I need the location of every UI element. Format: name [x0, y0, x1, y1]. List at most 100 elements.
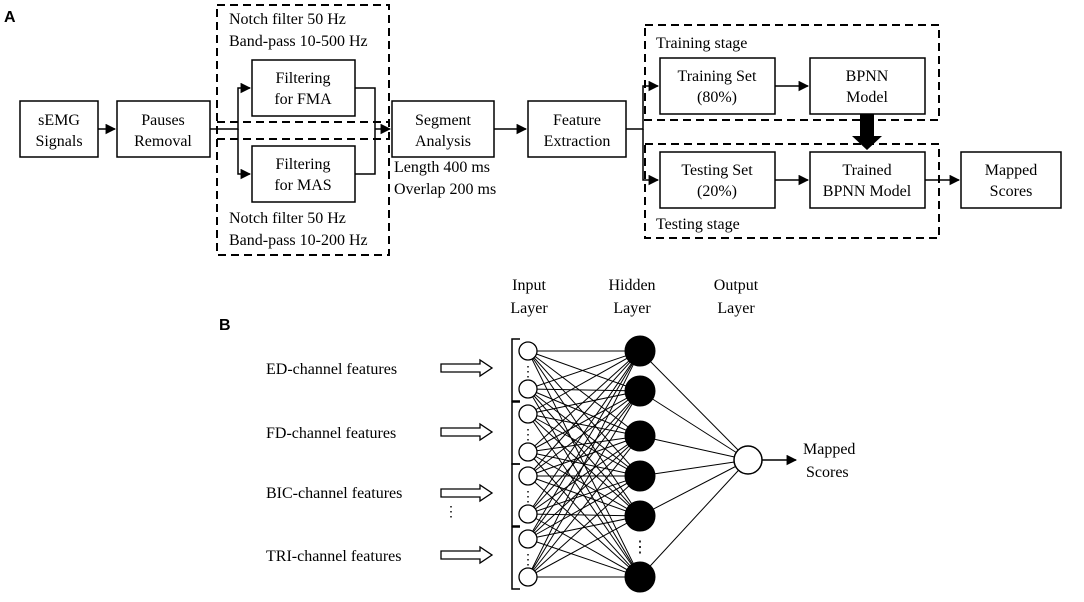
input-neuron: [518, 404, 538, 424]
svg-text:Mapped: Mapped: [985, 162, 1037, 179]
hidden-neuron: [624, 420, 656, 452]
pauses-removal-box: Pauses Removal: [116, 100, 211, 158]
mapped-scores-box: Mapped Scores: [960, 151, 1062, 209]
input-hidden-connection: [527, 350, 641, 477]
testing-stage-label: Testing stage: [656, 216, 740, 233]
feature-input-arrow: [440, 422, 494, 442]
filtering-mas-box: Filtering for MAS: [251, 145, 356, 203]
hidden-output-connection: [639, 459, 749, 578]
input-layer-label-line1: Input: [512, 277, 546, 294]
feature-label-tri: TRI-channel features: [266, 548, 401, 565]
svg-text:Feature: Feature: [553, 112, 601, 129]
bottom-filter-note-line1: Notch filter 50 Hz: [229, 210, 346, 227]
input-hidden-connection: [527, 350, 641, 453]
hidden-layer-label-line2: Layer: [613, 300, 651, 317]
svg-text:Testing Set: Testing Set: [681, 162, 753, 179]
top-filter-note-line1: Notch filter 50 Hz: [229, 11, 346, 28]
hidden-layer-label-line1: Hidden: [608, 277, 655, 294]
input-ellipsis: ⋮: [521, 553, 535, 568]
svg-text:Analysis: Analysis: [415, 133, 471, 150]
output-mapped-label: Mapped: [803, 441, 855, 458]
input-hidden-connection: [527, 515, 641, 578]
output-layer-label-line2: Layer: [717, 300, 755, 317]
training-stage-group: [644, 24, 940, 121]
hidden-neuron: [624, 561, 656, 593]
input-ellipsis: ⋮: [521, 365, 535, 380]
input-hidden-connection: [527, 390, 641, 453]
input-neuron: [518, 504, 538, 524]
segment-analysis-box: Segment Analysis: [391, 100, 495, 158]
input-hidden-connection: [527, 435, 641, 540]
hidden-output-connection: [639, 459, 749, 517]
svg-text:Removal: Removal: [134, 133, 192, 150]
input-hidden-connection: [527, 350, 641, 515]
svg-text:BPNN: BPNN: [846, 68, 889, 85]
arrow-pauses-to-mas: [237, 129, 252, 180]
neural-network: ⋮⋮⋮⋮⋮⋮: [440, 335, 798, 593]
hidden-neuron: [624, 500, 656, 532]
bpnn-model-box: BPNN Model: [809, 57, 926, 115]
output-scores-label: Scores: [806, 464, 849, 481]
hidden-neuron: [624, 460, 656, 492]
input-ellipsis: ⋮: [521, 428, 535, 443]
input-hidden-connection: [527, 515, 641, 540]
input-hidden-connection: [527, 435, 641, 453]
svg-text:Model: Model: [846, 89, 888, 106]
feature-input-arrow: [440, 545, 494, 565]
input-hidden-connection: [527, 388, 641, 437]
filter-stage-group: [216, 4, 390, 256]
svg-text:for MAS: for MAS: [274, 177, 331, 194]
hidden-neuron: [624, 335, 656, 367]
filter-merge-line: [355, 87, 376, 175]
top-filter-note-line2: Band-pass 10-500 Hz: [229, 33, 368, 50]
svg-text:(80%): (80%): [697, 89, 737, 106]
input-hidden-connection: [527, 350, 641, 540]
input-hidden-connection: [527, 413, 641, 437]
input-neuron: [518, 529, 538, 549]
output-layer-label-line1: Output: [714, 277, 759, 294]
input-layer-label-line2: Layer: [510, 300, 548, 317]
thick-arrow-bpnn-to-trained: [852, 114, 882, 150]
input-neuron: [518, 466, 538, 486]
svg-text:Segment: Segment: [415, 112, 472, 129]
testing-set-box: Testing Set (20%): [659, 151, 776, 209]
segment-length-note: Length 400 ms: [394, 159, 490, 176]
input-hidden-connection: [527, 435, 641, 477]
input-hidden-connection: [527, 435, 641, 515]
input-hidden-connection: [527, 435, 641, 578]
network-connections: [527, 350, 749, 578]
feature-list-ellipsis: ⋮: [444, 505, 458, 520]
feature-input-arrow: [440, 483, 494, 503]
svg-text:Scores: Scores: [990, 183, 1033, 200]
svg-text:for FMA: for FMA: [274, 91, 332, 108]
arrow-pauses-to-fma: [210, 82, 252, 130]
input-group-bracket: [511, 338, 520, 402]
feature-label-bic: BIC-channel features: [266, 485, 402, 502]
trained-bpnn-model-box: Trained BPNN Model: [809, 151, 926, 209]
svg-text:Filtering: Filtering: [275, 70, 330, 87]
input-hidden-connection: [527, 350, 641, 578]
hidden-neuron: [624, 375, 656, 407]
input-hidden-connection: [527, 350, 641, 390]
input-neuron: [518, 442, 538, 462]
arrow-feature-to-training: [626, 80, 660, 130]
input-hidden-connection: [527, 350, 641, 415]
input-hidden-connection: [527, 513, 641, 578]
panel-b-label: B: [219, 317, 231, 334]
feature-extraction-box: Feature Extraction: [527, 100, 627, 158]
svg-text:Signals: Signals: [35, 133, 82, 150]
input-hidden-connection: [527, 388, 641, 578]
svg-text:Pauses: Pauses: [141, 112, 185, 129]
svg-text:Trained: Trained: [842, 162, 891, 179]
input-neuron: [518, 567, 538, 587]
input-hidden-connection: [527, 475, 641, 540]
training-stage-label: Training stage: [656, 35, 747, 52]
input-neuron: [518, 341, 538, 361]
input-ellipsis: ⋮: [521, 490, 535, 505]
filtering-fma-box: Filtering for FMA: [251, 59, 356, 117]
feature-label-fd: FD-channel features: [266, 425, 396, 442]
segment-overlap-note: Overlap 200 ms: [394, 181, 496, 198]
testing-stage-group: [644, 143, 940, 239]
input-hidden-connection: [527, 390, 641, 415]
